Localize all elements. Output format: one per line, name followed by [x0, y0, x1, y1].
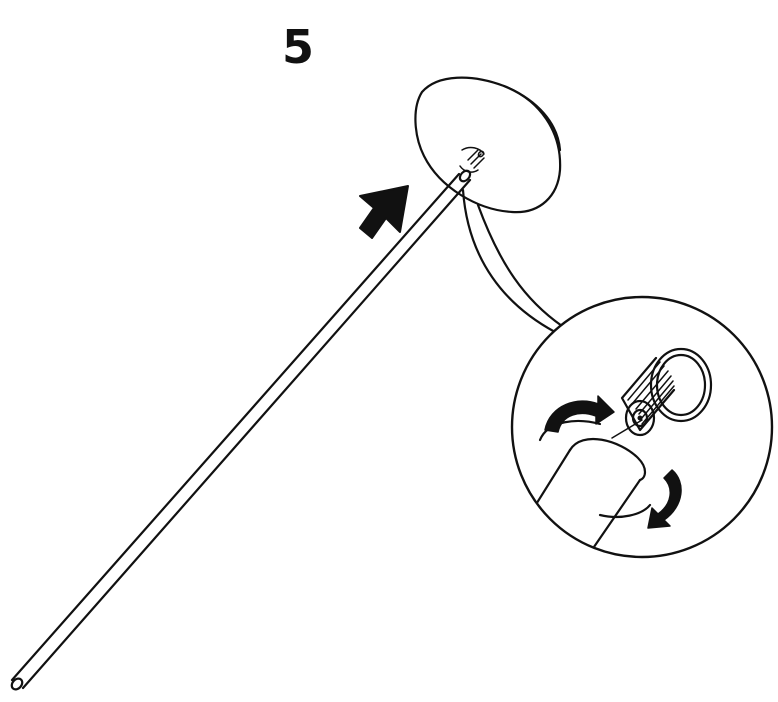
base-plate [414, 76, 562, 214]
detail-threaded-fitting [620, 347, 713, 437]
callout-leader [461, 188, 564, 334]
rotate-arrow-bottom-icon [647, 469, 682, 529]
push-arrow-icon [359, 185, 409, 239]
rotate-arrow-top-icon [544, 395, 615, 433]
detail-callout-circle [510, 295, 774, 559]
pole-rod [10, 149, 485, 691]
step-number: 5 [282, 20, 315, 74]
